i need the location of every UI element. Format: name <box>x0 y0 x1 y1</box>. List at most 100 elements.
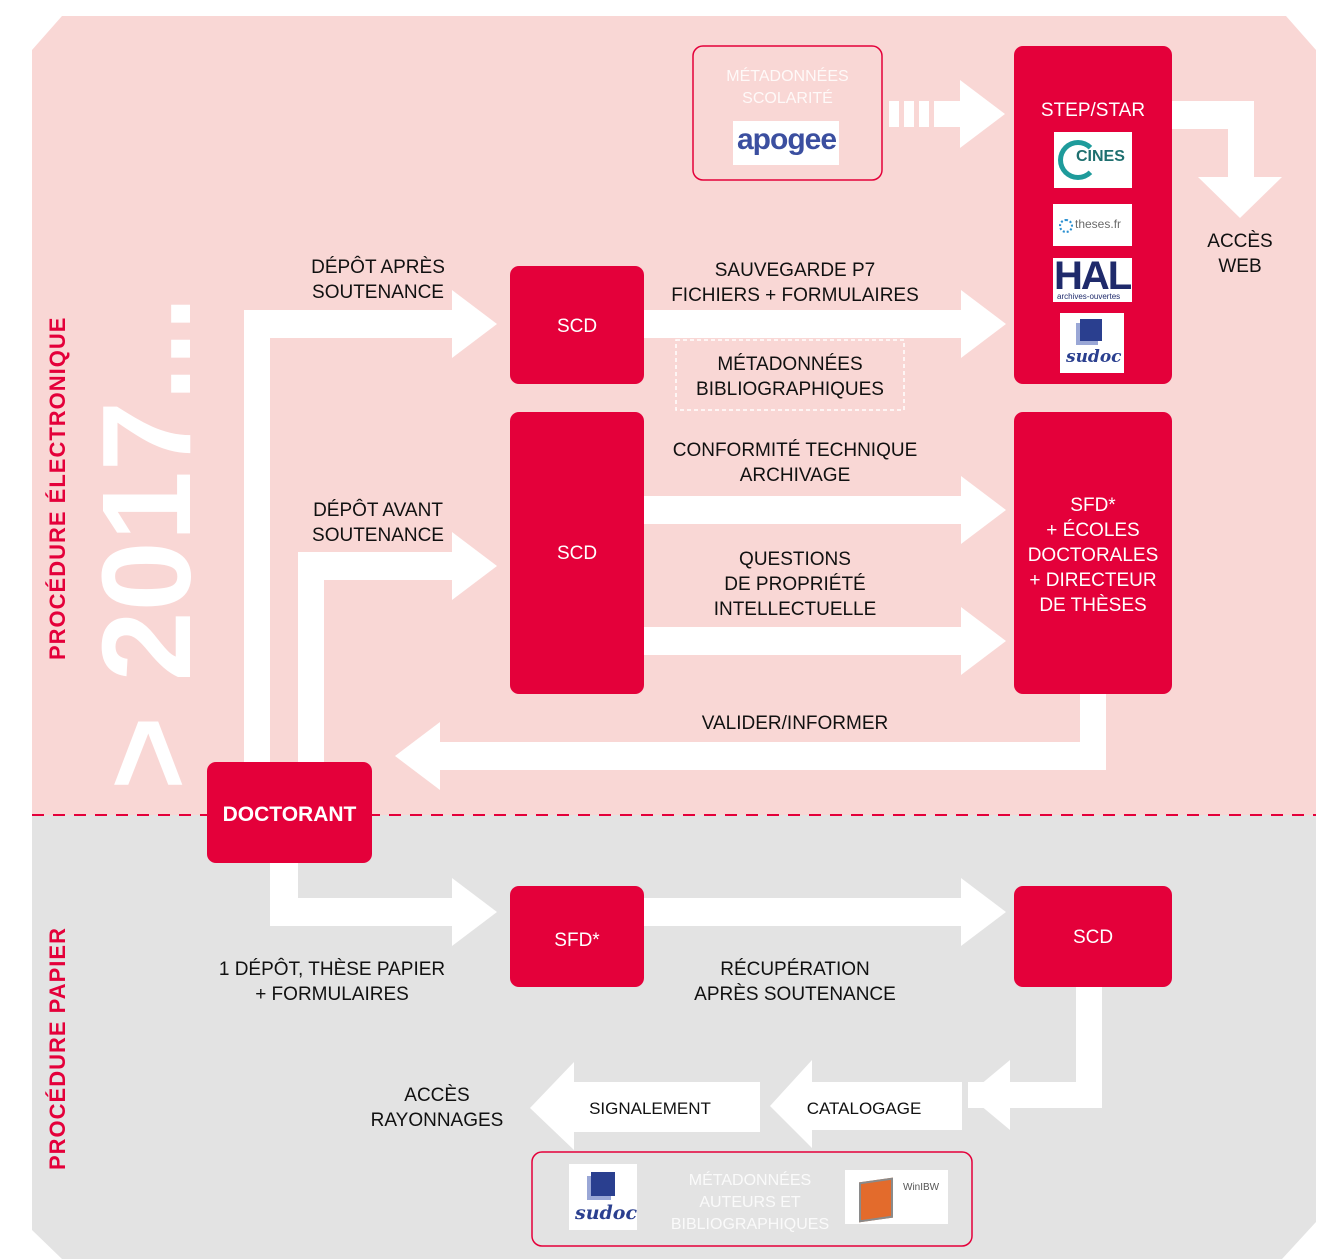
depot-papier-line-2: + FORMULAIRES <box>255 984 409 1005</box>
sudoc-logo-text: sudoc <box>1066 347 1122 367</box>
auteurs-meta-box <box>531 1151 973 1247</box>
arrow-catalogage-block <box>770 1060 962 1148</box>
arrow-questions-head <box>961 607 1006 675</box>
hal-logo-text: HAL <box>1054 258 1132 298</box>
arrow-apogee-head <box>960 80 1005 148</box>
arrow-sauvegarde-head <box>961 290 1006 358</box>
biblio-line-1: MÉTADONNÉES <box>717 354 863 375</box>
sfd-paper-label: SFD* <box>554 930 600 951</box>
sauvegarde-label: SAUVEGARDE P7 FICHIERS + FORMULAIRES <box>660 258 930 308</box>
recuperation-label: RÉCUPÉRATION APRÈS SOUTENANCE <box>660 957 930 1007</box>
arrow-signalement-block <box>530 1062 760 1150</box>
arrow-apogee-dash-1 <box>889 101 899 127</box>
theses-logo: theses.fr <box>1053 204 1132 246</box>
auteurs-line-3: BIBLIOGRAPHIQUES <box>670 1216 830 1233</box>
sudoc-cube-icon-bottom <box>591 1172 615 1196</box>
recuperation-line-1: RÉCUPÉRATION <box>720 959 870 980</box>
conformite-line-1: CONFORMITÉ TECHNIQUE <box>672 440 918 461</box>
scd-paper-label: SCD <box>1072 927 1114 948</box>
arrow-to-sfd-paper-shaft <box>270 898 452 926</box>
arrow-apogee-shaft <box>934 101 960 127</box>
arrow-apogee-dash-3 <box>919 101 929 127</box>
signalement-label: SIGNALEMENT <box>589 1099 711 1118</box>
scd-mid-label: SCD <box>556 543 598 564</box>
sfd-line-1: SFD* <box>1070 495 1116 516</box>
step-star-label: STEP/STAR <box>1040 100 1146 121</box>
acces-web-line-1: ACCÈS <box>1207 231 1273 252</box>
questions-line-3: INTELLECTUELLE <box>713 599 877 620</box>
sfd-line-3: DOCTORALES <box>1027 545 1159 566</box>
questions-line-2: DE PROPRIÉTÉ <box>724 574 866 595</box>
biblio-meta-label: MÉTADONNÉES BIBLIOGRAPHIQUES <box>676 352 904 402</box>
arrow-sauvegarde-shaft <box>643 310 961 338</box>
biblio-meta-box <box>675 339 905 411</box>
acces-web-line-2: WEB <box>1218 256 1262 277</box>
catalogage-label: CATALOGAGE <box>806 1099 922 1118</box>
theses-logo-text: theses.fr <box>1075 217 1122 231</box>
electronic-procedure-panel <box>32 16 1316 815</box>
depot-apres-label: DÉPÔT APRÈS SOUTENANCE <box>300 255 456 305</box>
doctorant-riser-inner <box>298 552 324 765</box>
cines-logo-text: CINES <box>1076 148 1125 165</box>
biblio-line-2: BIBLIOGRAPHIQUES <box>696 379 884 400</box>
arrow-conformite-head <box>961 476 1006 544</box>
arrow-valider-head <box>395 722 440 790</box>
apogee-logo-text: apogee <box>737 123 837 156</box>
questions-line-1: QUESTIONS <box>739 549 851 570</box>
valider-label: VALIDER/INFORMER <box>701 713 889 734</box>
winibw-logo-text: WinIBW <box>903 1182 940 1193</box>
arrow-to-scd-top-shaft <box>244 310 452 338</box>
sfd-block-box <box>1014 412 1172 694</box>
sauvegarde-line-2: FICHIERS + FORMULAIRES <box>671 285 919 306</box>
arrow-questions-shaft <box>643 627 961 655</box>
arrow-catalogage-body <box>968 1082 1014 1108</box>
sauvegarde-line-1: SAUVEGARDE P7 <box>714 260 876 281</box>
winibw-book-icon <box>859 1177 893 1223</box>
depot-avant-label: DÉPÔT AVANT SOUTENANCE <box>300 498 456 548</box>
sudoc-cube-icon <box>1080 319 1102 341</box>
scd-top-box <box>510 266 644 384</box>
arrow-to-sfd-paper-head <box>452 878 497 946</box>
depot-apres-line-1: DÉPÔT APRÈS <box>311 257 445 278</box>
apogee-logo: apogee <box>733 121 839 165</box>
sfd-line-2: + ÉCOLES <box>1046 520 1140 541</box>
sfd-line-5: DE THÈSES <box>1039 595 1147 616</box>
acces-web-label: ACCÈS WEB <box>1190 229 1290 279</box>
sfd-block-label: SFD* + ÉCOLES DOCTORALES + DIRECTEUR DE … <box>1014 493 1172 618</box>
arrow-to-scd-mid-head <box>452 532 497 600</box>
doctorant-riser-outer <box>244 310 270 765</box>
hal-logo-subtext: archives-ouvertes <box>1057 292 1121 301</box>
scolarite-line-2: SCOLARITÉ <box>742 90 833 107</box>
arrow-web-shaft-v <box>1228 101 1254 177</box>
recuperation-line-2: APRÈS SOUTENANCE <box>694 984 896 1005</box>
doctorant-box <box>207 762 372 863</box>
sfd-line-4: + DIRECTEUR <box>1029 570 1157 591</box>
flow-arrows <box>244 80 1282 1150</box>
arrow-catalogage-shaft <box>1010 1082 1102 1108</box>
scolarite-meta-box <box>692 45 883 181</box>
scolarite-line-1: MÉTADONNÉES <box>726 68 849 85</box>
cines-swirl-icon <box>1058 140 1098 180</box>
year-watermark: > 2017... <box>76 296 217 790</box>
winibw-logo: WinIBW <box>845 1170 948 1224</box>
depot-apres-line-2: SOUTENANCE <box>312 282 444 303</box>
sudoc-logo-bottom: sudoc <box>569 1164 637 1230</box>
questions-label: QUESTIONS DE PROPRIÉTÉ INTELLECTUELLE <box>660 547 930 622</box>
rayonnages-line-2: RAYONNAGES <box>370 1110 504 1131</box>
cines-logo: CINES <box>1054 132 1132 188</box>
conformite-label: CONFORMITÉ TECHNIQUE ARCHIVAGE <box>660 438 930 488</box>
scd-mid-box <box>510 412 644 694</box>
auteurs-line-2: AUTEURS ET <box>699 1194 801 1211</box>
arrow-recuperation-shaft <box>643 898 961 926</box>
electronic-procedure-label: PROCÉDURE ÉLECTRONIQUE <box>45 316 70 660</box>
arrow-to-scd-top-head <box>452 290 497 358</box>
arrow-to-scd-mid-shaft <box>298 552 452 580</box>
doctorant-label: DOCTORANT <box>222 803 357 826</box>
arrow-conformite-shaft <box>643 496 961 524</box>
auteurs-line-1: MÉTADONNÉES <box>688 1172 812 1189</box>
arrow-valider-shaft <box>440 742 1106 770</box>
depot-avant-line-1: DÉPÔT AVANT <box>313 500 443 521</box>
acces-rayonnages-label: ACCÈS RAYONNAGES <box>362 1083 512 1133</box>
arrow-recuperation-head <box>961 878 1006 946</box>
